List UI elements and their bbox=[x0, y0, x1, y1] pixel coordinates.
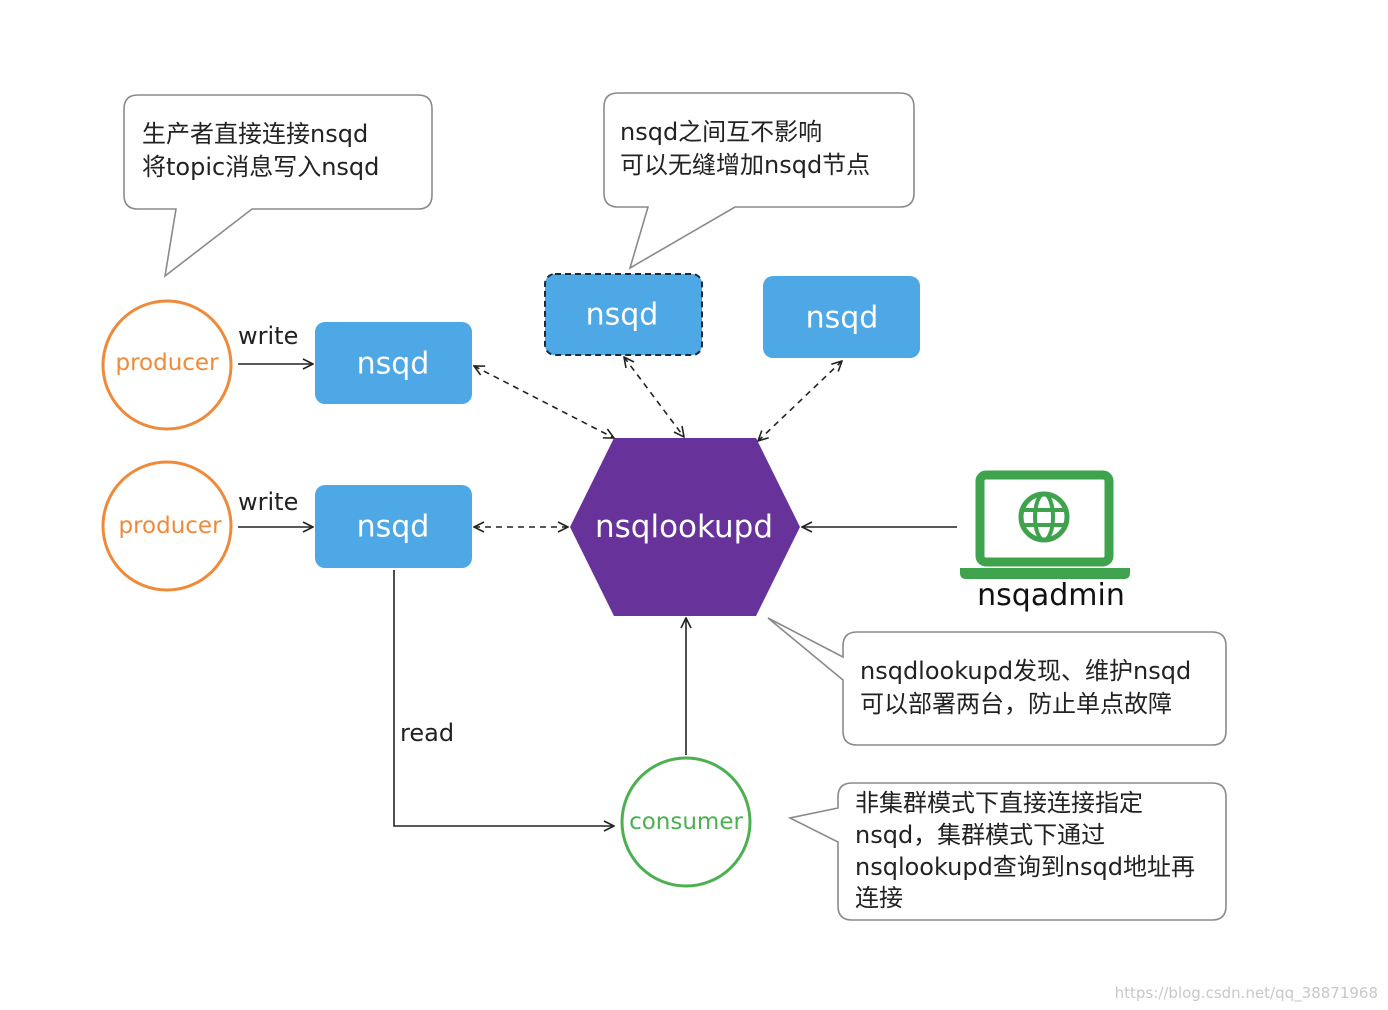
producer-note-bubble: 生产者直接连接nsqd 将topic消息写入nsqd bbox=[123, 94, 433, 278]
nsqlookupd-label: nsqlookupd bbox=[595, 509, 773, 545]
nsqd3-lookupd-edge bbox=[624, 357, 684, 437]
nsqd4-lookupd-edge bbox=[758, 361, 842, 441]
nsqlookupd-node[interactable]: nsqlookupd bbox=[570, 438, 800, 616]
nsqd-label-4: nsqd bbox=[806, 301, 879, 336]
consumer-note-line-1: 非集群模式下直接连接指定 bbox=[855, 789, 1143, 817]
read-edge bbox=[393, 570, 614, 826]
producer-note-line-1: 生产者直接连接nsqd bbox=[142, 120, 368, 148]
producer-label-1: producer bbox=[115, 350, 219, 376]
consumer-note-line-2: nsqd，集群模式下通过 bbox=[855, 821, 1105, 849]
watermark: https://blog.csdn.net/qq_38871968 bbox=[1115, 984, 1378, 1003]
nsqd-label-2: nsqd bbox=[357, 510, 430, 545]
read-label: read bbox=[400, 719, 454, 747]
nsqd-note-bubble: nsqd之间互不影响 可以无缝增加nsqd节点 bbox=[603, 92, 915, 270]
producer-node-2[interactable]: producer bbox=[101, 460, 233, 592]
lookupd-note-line-2: 可以部署两台，防止单点故障 bbox=[860, 690, 1172, 718]
consumer-label: consumer bbox=[629, 809, 743, 835]
lookupd-note-line-1: nsqdlookupd发现、维护nsqd bbox=[860, 657, 1191, 685]
write-label-2: write bbox=[238, 488, 298, 516]
nsqd-note-line-2: 可以无缝增加nsqd节点 bbox=[620, 151, 870, 179]
nsqd-label-1: nsqd bbox=[357, 347, 430, 382]
producer-note-line-2: 将topic消息写入nsqd bbox=[142, 153, 379, 181]
consumer-note-bubble: 非集群模式下直接连接指定 nsqd，集群模式下通过 nsqlookupd查询到n… bbox=[787, 782, 1227, 921]
nsqd-node-1[interactable]: nsqd bbox=[315, 322, 472, 404]
nsqd-node-2[interactable]: nsqd bbox=[315, 485, 472, 568]
producer-node-1[interactable]: producer bbox=[101, 299, 233, 431]
edges bbox=[238, 357, 957, 826]
nsqd-node-4[interactable]: nsqd bbox=[763, 276, 920, 358]
laptop-globe-icon bbox=[960, 470, 1130, 579]
nsqd1-lookupd-edge bbox=[474, 366, 614, 438]
nsqadmin-node[interactable]: nsqadmin bbox=[960, 470, 1130, 613]
nsqd-node-3-new[interactable]: nsqd bbox=[544, 273, 703, 356]
write-label-1: write bbox=[238, 322, 298, 350]
nsqd-note-line-1: nsqd之间互不影响 bbox=[620, 118, 822, 146]
nsqd-label-3: nsqd bbox=[586, 298, 659, 333]
producer-label-2: producer bbox=[118, 513, 222, 539]
consumer-node[interactable]: consumer bbox=[620, 756, 752, 888]
nsqadmin-label: nsqadmin bbox=[977, 578, 1125, 613]
lookupd-note-bubble: nsqdlookupd发现、维护nsqd 可以部署两台，防止单点故障 bbox=[767, 617, 1227, 746]
consumer-note-line-4: 连接 bbox=[855, 884, 903, 912]
consumer-note-line-3: nsqlookupd查询到nsqd地址再 bbox=[855, 853, 1195, 881]
